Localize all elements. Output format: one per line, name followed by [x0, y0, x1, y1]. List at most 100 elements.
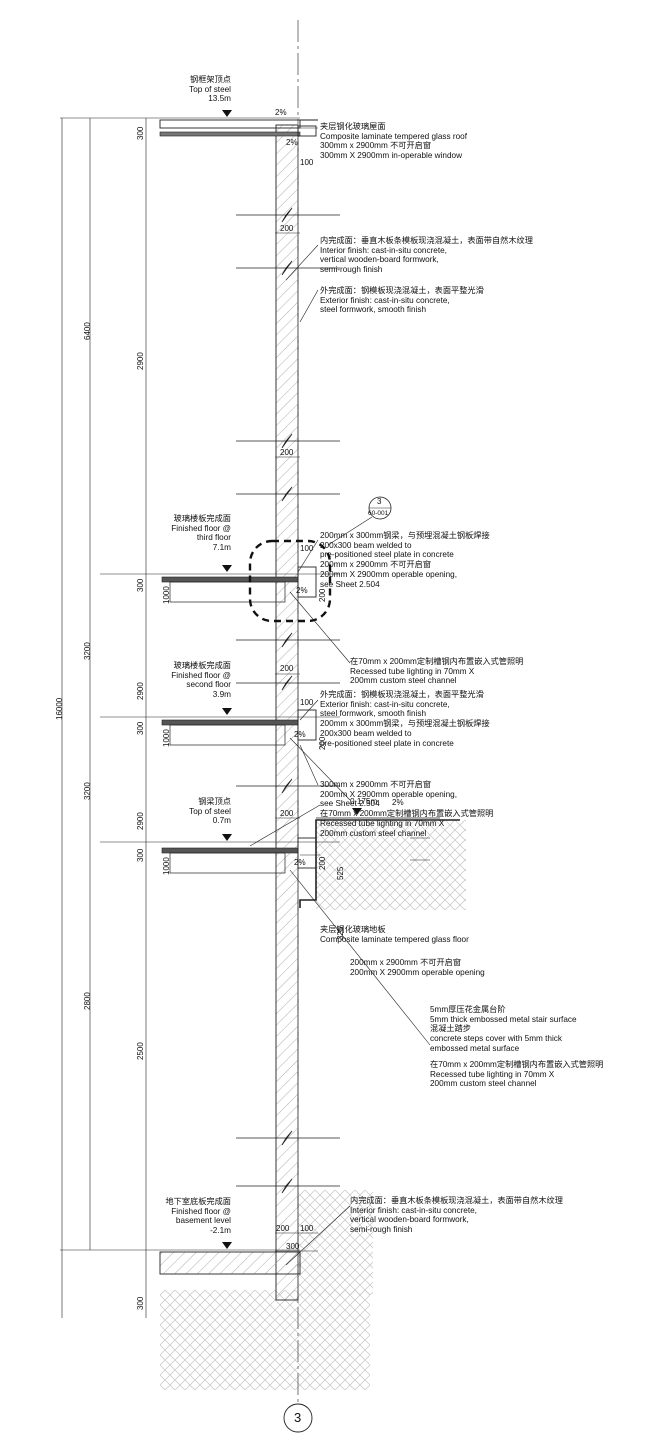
floor-glass-2 [161, 719, 299, 726]
floor-frame-2 [169, 724, 286, 746]
callout-sheet: 60-001 [368, 510, 389, 517]
dim-100-second: 100 [300, 698, 314, 707]
level-third-floor-en: Finished floor @ [171, 523, 231, 533]
note-window-second-line-5: Recessed tube lighting in 70mm X [320, 818, 445, 828]
dim-100-roof: 100 [300, 158, 314, 167]
floor-frame-3 [169, 581, 286, 603]
note-exterior-second-line-5: 200x300 beam welded to [320, 728, 412, 738]
dim-2900-top: 2900 [136, 352, 145, 370]
dim-200-second: 200 [318, 736, 327, 750]
floor-beam-2 [297, 709, 317, 741]
level-beam-top: 钢梁顶点 Top of steel 0.7m [189, 797, 231, 826]
level-second-floor: 玻璃楼板完成面 Finished floor @ second floor 3.… [171, 661, 231, 700]
dim-100-base: 100 [300, 1224, 314, 1233]
grid-label: 3 [294, 1410, 302, 1425]
level-basement: 地下室底板完成面 Finished floor @ basement level… [165, 1197, 231, 1236]
dim-3200-lower: 3200 [83, 782, 92, 800]
slope-stair: 2% [392, 798, 404, 807]
note-roof-line-3: 300mm x 2900mm 不可开启窗 [320, 141, 432, 151]
dim-200-wall-a: 200 [280, 224, 294, 233]
note-exterior-second-line-1: 外完成面：钢模板现浇混凝土，表面平整光滑 [320, 690, 484, 699]
dim-525: 525 [336, 866, 345, 880]
note-stair-line-2: 5mm thick embossed metal stair surface [430, 1014, 577, 1024]
note-tube-first-line-1: 在70mm x 200mm定制槽钢内布置嵌入式管照明 [430, 1060, 604, 1069]
roof-beam [297, 125, 317, 137]
note-roof-line-4: 300mm X 2900mm in-operable window [320, 151, 462, 161]
level-second-floor-cn: 玻璃楼板完成面 [173, 661, 231, 670]
note-stair-line-4: concrete steps cover with 5mm thick [430, 1034, 562, 1044]
note-tube-third-line-2: Recessed tube lighting in 70mm X [350, 666, 475, 676]
note-exterior-second: 外完成面：钢模板现浇混凝土，表面平整光滑 Exterior finish: ca… [320, 690, 490, 748]
note-exterior-top-line-3: steel formwork, smooth finish [320, 305, 427, 315]
note-stair-line-5: embossed metal surface [430, 1043, 520, 1053]
dim-200-wall-e: 200 [276, 1224, 290, 1233]
callout-number: 3 [377, 497, 382, 506]
dim-100-third: 100 [300, 544, 314, 553]
note-exterior-second-line-4: 200mm x 300mm钢梁，与预埋混凝土钢板焊接 [320, 719, 490, 729]
note-exterior-second-line-2: Exterior finish: cast-in-situ concrete, [320, 699, 450, 709]
level-beam-top-en: Top of steel [189, 806, 231, 816]
level-basement-cn: 地下室底板完成面 [165, 1197, 231, 1206]
note-glass-floor-main-visible: 夹层钢化玻璃地板 Composite laminate tempered gla… [320, 925, 469, 944]
floor-glass-3 [161, 576, 299, 583]
level-third-floor-cn: 玻璃楼板完成面 [173, 514, 231, 523]
dim-1000-second: 1000 [162, 729, 171, 747]
dim-200-third: 200 [318, 588, 327, 602]
note-window-second-line-1: 300mm x 2900mm 不可开启窗 [320, 780, 432, 789]
level-basement-value: -2.1m [210, 1226, 231, 1236]
level-basement-en: Finished floor @ [171, 1206, 231, 1216]
note-window-second-line-4: 在70mm x 200mm定制槽钢内布置嵌入式管照明 [320, 809, 494, 819]
floor-beam-3 [297, 566, 317, 598]
dim-2800: 2800 [83, 992, 92, 1010]
note-exterior-top-line-2: Exterior finish: cast-in-situ concrete, [320, 295, 450, 305]
dim-1000-first: 1000 [162, 857, 171, 875]
note-tube-first-line-2: Recessed tube lighting in 70mm X [430, 1069, 555, 1079]
note-exterior-second-line-6: pre-positioned steel plate in concrete [320, 738, 454, 748]
note-exterior-top: 外完成面：钢模板现浇混凝土，表面平整光滑 Exterior finish: ca… [320, 286, 484, 315]
note-beam-third-line-5: 200mm X 2900mm operable opening, [320, 569, 457, 579]
note-window-first-line-1: 200mm x 2900mm 不可开启窗 [350, 958, 462, 967]
dim-6400: 6400 [83, 322, 92, 340]
slope-first: 2% [294, 858, 306, 867]
note-stair-line-3: 混凝土踏步 [430, 1024, 471, 1034]
note-tube-third: 在70mm x 200mm定制槽钢内布置嵌入式管照明 Recessed tube… [350, 657, 523, 686]
note-glass-floor-line-1: 夹层钢化玻璃地板 [320, 925, 386, 934]
stair-steps [299, 819, 460, 908]
dim-300-base: 300 [286, 1242, 300, 1251]
dim-300-second: 300 [136, 721, 145, 735]
earth-fill-stair [316, 820, 466, 910]
note-beam-third: 200mm x 300mm钢梁，与预埋混凝土钢板焊接 200x300 beam … [320, 531, 490, 589]
note-window-second-line-3: see Sheet 2.504 [320, 799, 380, 809]
note-interior-top-line-4: semi-rough finish [320, 265, 383, 275]
note-window-second-line-6: 200mm custom steel channel [320, 828, 427, 838]
dim-300-top: 300 [136, 126, 145, 140]
dim-total: 16000 [55, 697, 64, 720]
level-beam-top-cn: 钢梁顶点 [198, 797, 231, 806]
level-third-floor-value: 7.1m [212, 543, 231, 553]
level-second-floor-value: 3.9m [212, 690, 231, 700]
note-exterior-top-line-1: 外完成面：钢模板现浇混凝土，表面平整光滑 [320, 286, 484, 295]
level-top-steel: 钢框架顶点 Top of steel 13.5m [189, 75, 231, 104]
grid-bubble[interactable] [283, 1403, 313, 1433]
note-interior-basement-line-2: Interior finish: cast-in-situ concrete, [350, 1205, 477, 1215]
floor-frame-1 [169, 852, 286, 874]
first-floor [100, 837, 340, 874]
dim-200-wall-d: 200 [280, 809, 294, 818]
roof-glass-inner [159, 131, 301, 137]
note-interior-top-line-3: vertical wooden-board formwork, [320, 255, 439, 265]
note-beam-third-line-6: see Sheet 2.504 [320, 579, 380, 589]
level-beam-top-value: 0.7m [212, 816, 231, 826]
floor-glass-1 [161, 847, 299, 854]
leaders [249, 127, 431, 1266]
note-beam-third-line-3: pre-positioned steel plate in concrete [320, 550, 454, 560]
level-third-floor-sub: third floor [196, 533, 231, 543]
note-beam-third-line-4: 200mm x 2900mm 不可开启窗 [320, 560, 432, 570]
level-triangles [222, 110, 362, 1249]
level-third-floor: 玻璃楼板完成面 Finished floor @ third floor 7.1… [171, 514, 231, 553]
level-second-floor-sub: second floor [186, 680, 231, 690]
note-glass-floor-line-2: Composite laminate tempered glass floor [320, 934, 469, 944]
detail-callout-leader [327, 516, 373, 546]
note-interior-top: 内完成面：垂直木板条模板现浇混凝土，表面带自然木纹理 Interior fini… [320, 236, 533, 275]
dim-2500: 2500 [136, 1042, 145, 1060]
